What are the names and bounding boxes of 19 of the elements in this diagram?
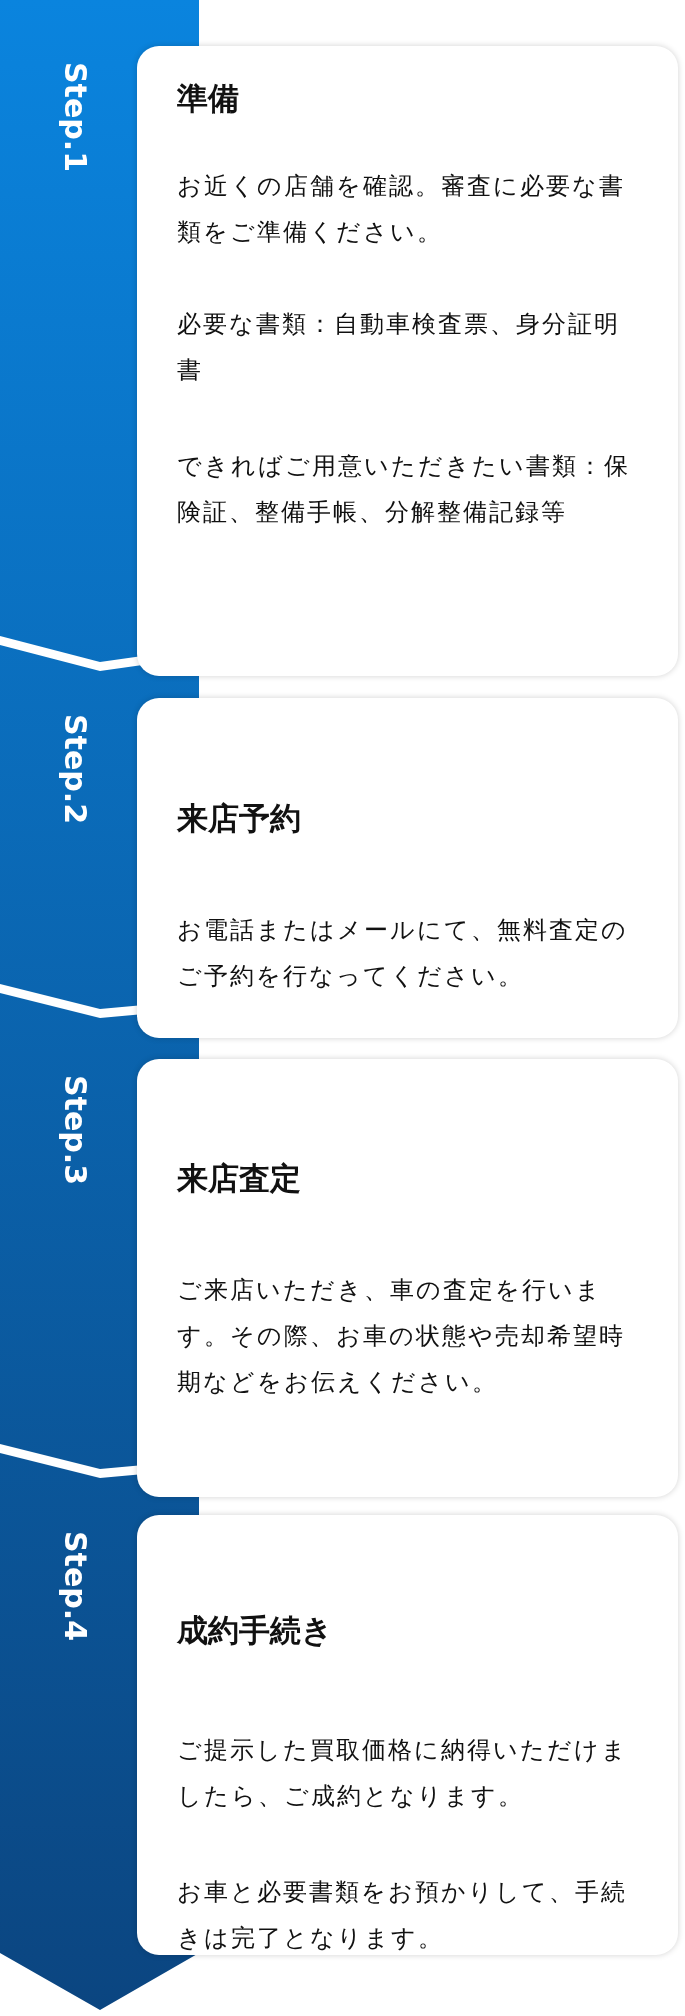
card-text: ご来店いただき、車の査定を行います。その際、お車の状態や売却希望時期などをお伝えください。 xyxy=(177,1275,626,1398)
card-heading: 準備 xyxy=(177,79,239,118)
step-label: Step.2 xyxy=(58,714,93,825)
step-card xyxy=(137,1515,678,1955)
step-label: Step.3 xyxy=(58,1075,93,1186)
card-text: ご提示した買取価格に納得いただけましたら、ご成約となります。 xyxy=(177,1735,629,1812)
card-text: お近くの店舗を確認。審査に必要な書類をご準備ください。 xyxy=(177,171,626,248)
step-card xyxy=(137,46,678,676)
card-heading: 来店査定 xyxy=(177,1159,301,1198)
card-text: 必要な書類：自動車検査票、身分証明書 xyxy=(177,309,621,386)
step-card xyxy=(137,698,678,1038)
card-text: お車と必要書類をお預かりして、手続きは完了となります。 xyxy=(177,1877,628,1954)
step-card xyxy=(137,1059,678,1497)
card-text: できればご用意いただきたい書類：保険証、整備手帳、分解整備記録等 xyxy=(177,451,631,528)
card-text: お電話またはメールにて、無料査定のご予約を行なってください。 xyxy=(177,915,629,992)
card-heading: 成約手続き xyxy=(177,1611,333,1650)
step-label: Step.1 xyxy=(58,62,93,173)
step-label: Step.4 xyxy=(58,1531,93,1642)
card-heading: 来店予約 xyxy=(177,799,301,838)
